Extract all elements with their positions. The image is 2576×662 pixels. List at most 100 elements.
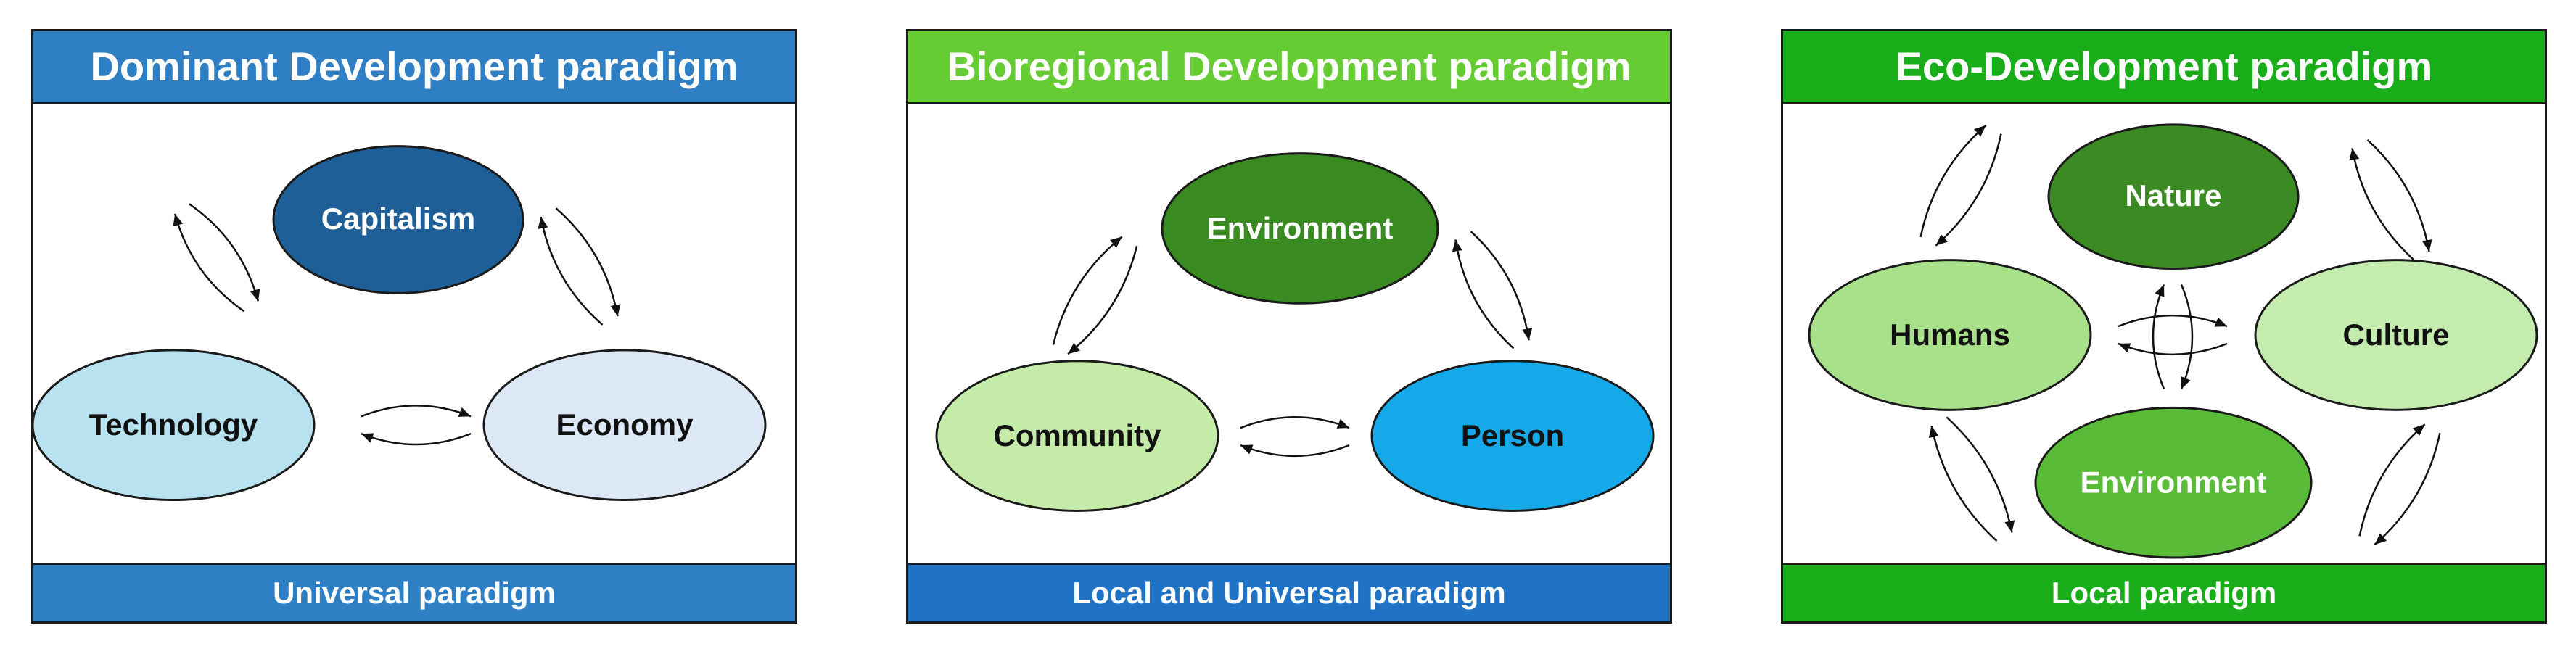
arrow-line <box>555 207 619 317</box>
arrowhead <box>458 407 471 417</box>
arrow-pair-capitalism-economy <box>538 207 621 326</box>
arrow-line <box>1470 231 1530 341</box>
node-capitalism: Capitalism <box>272 145 524 294</box>
arrowhead <box>2412 424 2425 436</box>
arrowhead <box>1973 125 1986 137</box>
arrow-pair-humans-nature <box>1919 124 2002 247</box>
node-shape <box>2047 123 2300 270</box>
node-label: Nature <box>2125 178 2221 212</box>
node-shape <box>1161 152 1439 305</box>
node-label: Community <box>994 418 1162 452</box>
panel-title: Dominant Development paradigm <box>33 31 795 104</box>
node-label: Person <box>1461 418 1564 452</box>
diagram-canvas: Nature Humans Culture Environment <box>1808 123 2538 559</box>
diagram-canvas: Capitalism Technology Economy <box>31 145 767 502</box>
node-shape <box>482 349 767 502</box>
arrowhead <box>1110 236 1122 248</box>
panel-footer: Universal paradigm <box>33 563 795 621</box>
node-label: Capitalism <box>321 202 475 236</box>
node-shape <box>31 349 316 502</box>
diagram-canvas: Environment Community Person <box>935 152 1655 512</box>
arrowhead <box>2155 284 2165 297</box>
node-shape <box>1370 360 1655 512</box>
arrow-pair-nature-culture <box>2349 139 2432 261</box>
node-economy: Economy <box>482 349 767 502</box>
panel-diagram: Capitalism Technology Economy <box>31 104 795 563</box>
node-shape <box>935 360 1219 512</box>
arrow-line <box>1454 239 1515 349</box>
arrowhead <box>1522 328 1533 341</box>
panel-title: Eco-Development paradigm <box>1783 31 2545 104</box>
node-nature: Nature <box>2047 123 2300 270</box>
panel-footer: Local paradigm <box>1783 563 2545 621</box>
node-shape <box>2254 259 2538 411</box>
node-shape <box>272 145 524 294</box>
arrow-pair-humans-culture <box>2118 315 2228 355</box>
panel-title: Bioregional Development paradigm <box>908 31 1670 104</box>
arrow-pair-nature-environment <box>2152 284 2194 389</box>
node-label: Economy <box>556 407 694 442</box>
arrow-line <box>1935 133 2002 247</box>
arrow-line <box>1240 444 1350 458</box>
node-culture: Culture <box>2254 259 2538 411</box>
node-shape <box>1808 259 2092 411</box>
arrow-line <box>2118 342 2228 355</box>
arrow-line <box>2180 284 2194 389</box>
arrow-line <box>1240 416 1350 429</box>
arrowhead <box>173 213 184 227</box>
arrowhead <box>538 216 548 229</box>
dominant-paradigm-panel: Dominant Development paradigm Capitalism… <box>31 29 797 624</box>
arrowhead <box>1336 418 1349 429</box>
arrow-line <box>361 405 472 418</box>
arrowhead <box>2004 520 2015 533</box>
node-environment: Environment <box>2034 406 2313 559</box>
arrow-pair-humans-environment <box>1928 416 2015 542</box>
arrow-line <box>2152 284 2165 389</box>
arrow-pair-technology-capitalism <box>173 203 260 313</box>
arrowhead <box>1928 426 1939 439</box>
arrow-line <box>2366 139 2430 252</box>
arrow-line <box>1946 416 2013 533</box>
arrowhead <box>610 304 621 317</box>
arrowhead <box>1935 234 1949 246</box>
arrow-line <box>1919 124 1987 238</box>
node-label: Humans <box>1890 318 2010 352</box>
arrow-line <box>2351 148 2415 261</box>
arrowhead <box>1452 239 1462 252</box>
arrowhead <box>2421 239 2432 252</box>
eco-paradigm-panel: Eco-Development paradigm Nature Humans C… <box>1781 29 2547 624</box>
arrow-pair-environment-person <box>1452 231 1533 349</box>
arrow-line <box>2358 423 2426 537</box>
arrowhead <box>2374 533 2387 545</box>
node-community: Community <box>935 360 1219 512</box>
node-label: Culture <box>2343 318 2450 352</box>
node-shape <box>2034 406 2313 559</box>
arrow-line <box>1067 245 1138 355</box>
node-person: Person <box>1370 360 1655 512</box>
arrow-line <box>540 216 604 326</box>
arrow-line <box>189 203 260 302</box>
node-label: Environment <box>1207 211 1394 245</box>
arrowhead <box>361 433 374 443</box>
node-humans: Humans <box>1808 259 2092 411</box>
panel-diagram: Environment Community Person <box>908 104 1670 563</box>
node-label: Environment <box>2081 466 2267 500</box>
panel-diagram: Nature Humans Culture Environment <box>1783 104 2545 563</box>
arrow-pair-technology-economy <box>361 405 472 446</box>
arrow-pair-community-environment <box>1052 236 1138 355</box>
arrowhead <box>2214 317 2227 327</box>
node-technology: Technology <box>31 349 316 502</box>
arrowhead <box>1068 342 1080 355</box>
arrow-pair-community-person <box>1240 416 1350 458</box>
node-environment: Environment <box>1161 152 1439 305</box>
node-label: Technology <box>89 407 258 442</box>
panel-footer: Local and Universal paradigm <box>908 563 1670 621</box>
arrow-line <box>1930 425 1998 542</box>
bioregional-paradigm-panel: Bioregional Development paradigm Environ… <box>906 29 1672 624</box>
arrowhead <box>2118 343 2131 353</box>
arrow-pair-environment-culture <box>2358 423 2441 546</box>
arrowhead <box>250 289 260 302</box>
arrow-line <box>361 432 472 446</box>
arrowhead <box>1240 444 1254 455</box>
arrow-line <box>173 213 244 313</box>
